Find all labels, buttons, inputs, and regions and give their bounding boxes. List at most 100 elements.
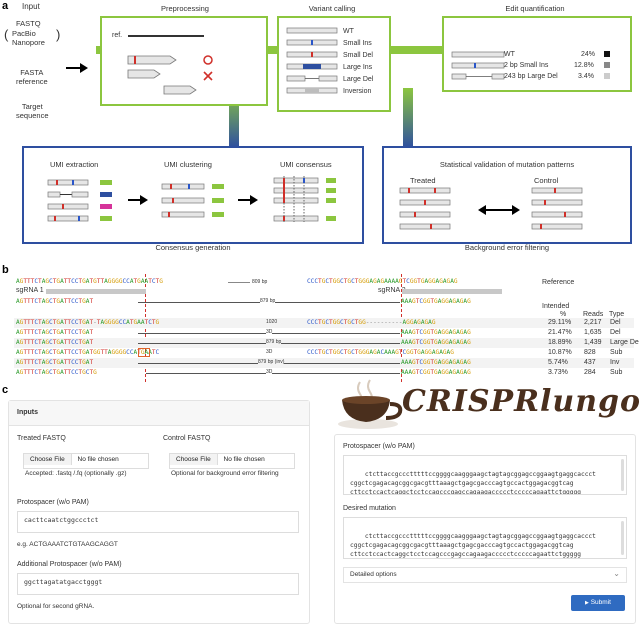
desired-mutation-textarea[interactable]: ctcttaccgccctttttccggggcaagggaagctagtagc… (343, 517, 627, 559)
ref-label: ref. (112, 32, 123, 39)
eq-swatch-2 (604, 73, 610, 79)
row-4-left: AGTTTCTAGCTGATTCCTGAT (16, 359, 94, 366)
row-3-mid: 3D (266, 349, 273, 355)
sgrna2-label: sgRNA 2 (378, 287, 406, 294)
treated-hint: Accepted: .fastq /.fq (optionally .gz) (25, 470, 127, 477)
detailed-options-label: Detailed options (350, 571, 397, 578)
additional-protospacer-input[interactable]: ggcttagatatgacctgggt (17, 573, 299, 595)
treated-fastq-label: Treated FASTQ (17, 435, 66, 442)
sgrna1-label: sgRNA 1 (16, 287, 44, 294)
eq-label-1: 2 bp Small Ins (504, 62, 549, 69)
row-2-pct: 18.89% (548, 339, 572, 346)
consensus-step-0: UMI extraction (50, 160, 99, 169)
treated-label: Treated (410, 176, 436, 185)
row-4-type: Inv (610, 359, 620, 366)
submit-button[interactable]: ▶ Submit (571, 595, 625, 611)
protospacer-scrollbar[interactable] (621, 459, 624, 491)
panel-a-letter: a (2, 0, 9, 12)
table-row: AGTTTCTAGCTGATTCCTGCTG 3D AAAGTCGGTGAGGA… (14, 368, 634, 378)
connector-consensus (229, 88, 239, 148)
row-0-right: CCCTGCTGGCTGCTGG----------AGGAGAGAG (307, 319, 436, 326)
row-5-type: Sub (610, 369, 623, 376)
treated-choose-button[interactable]: Choose File (24, 454, 72, 465)
panel-c-letter: c (2, 384, 9, 396)
paren-open: ( (4, 27, 9, 42)
row-1-left: AGTTTCTAGCTGATTCCTGAT (16, 329, 94, 336)
edit-quant-title: Edit quantification (505, 4, 565, 13)
input-fasta: FASTA reference (16, 68, 48, 86)
row-5-pct: 3.73% (548, 369, 568, 376)
variant-calling-title: Variant calling (308, 4, 356, 13)
additional-protospacer-label: Additional Protospacer (w/o PAM) (17, 561, 122, 568)
table-row: AGTTTCTAGCTGATTCCTGAT-TAGGGGCCATGAATCTG … (14, 318, 634, 328)
row-0-reads: 2,217 (584, 319, 602, 326)
treated-file-status: No file chosen (77, 456, 119, 463)
cut-site-1 (145, 274, 146, 382)
preprocess-reads (127, 55, 213, 95)
sgrna1-bar (46, 289, 146, 294)
input-arrow-icon (66, 63, 88, 73)
input-fastq: FASTQ (16, 19, 41, 28)
submit-label: Submit (590, 599, 611, 606)
row-1-reads: 1,635 (584, 329, 602, 336)
protospacer-input[interactable]: cacttcaatctggccctct (17, 511, 299, 533)
eq-label-0: WT (504, 51, 515, 58)
variant-label-3: Large Ins (343, 64, 373, 71)
edit-quant-reads (451, 51, 505, 80)
variant-label-0: WT (343, 28, 354, 35)
connector-background (403, 88, 413, 148)
inputs-header (9, 401, 309, 426)
row-3-right: CCCTGCTGGCTGCTGGGAGACAAAGTCGGTGAGGAGAGAG (307, 349, 454, 356)
protospacer-label: Protospacer (w/o PAM) (17, 499, 89, 506)
ref-seq-right: CCCTGCTGGCTGCTGGGAGAGAAAAGTCGGTGAGGAGAGA… (307, 278, 458, 285)
eq-swatch-0 (604, 51, 610, 57)
desired-scrollbar[interactable] (621, 521, 624, 555)
row-2-type: Large Del (610, 339, 639, 346)
col-type: Type (609, 311, 625, 318)
eq-label-2: 243 bp Large Del (504, 73, 558, 80)
control-fastq-input[interactable]: Choose File No file chosen (169, 453, 295, 469)
cut-site-2 (401, 274, 402, 382)
eq-swatch-1 (604, 62, 610, 68)
ref-line (128, 35, 204, 37)
consensus-box: UMI extraction UMI clustering UMI consen… (22, 146, 364, 244)
row-2-right: AAAGTCGGTGAGGAGAGAG (401, 339, 471, 346)
variant-label-2: Small Del (343, 52, 373, 59)
chevron-down-icon: ⌄ (613, 569, 620, 578)
eq-pct-2: 3.4% (578, 73, 594, 80)
paren-close: ) (56, 27, 61, 42)
detailed-options-toggle[interactable]: Detailed options ⌄ (343, 567, 627, 583)
preprocessing-box: ref. (100, 16, 268, 106)
ref-len: 809 bp (252, 279, 268, 285)
right-protospacer-textarea[interactable]: ctcttaccgccctttttccggggcaagggaagctagtagc… (343, 455, 627, 495)
eq-pct-1: 12.8% (574, 62, 594, 69)
eq-pct-0: 24% (581, 51, 596, 58)
background-caption: Background error filtering (464, 243, 550, 252)
right-protospacer-label: Protospacer (w/o PAM) (343, 443, 415, 450)
row-0-type: Del (610, 319, 621, 326)
variant-label-1: Small Ins (343, 40, 372, 47)
control-choose-button[interactable]: Choose File (170, 454, 218, 465)
inputs-card: Inputs Treated FASTQ Choose File No file… (8, 400, 310, 624)
logo-text: CRISPRlungo (402, 384, 639, 419)
row-1-right: AAAGTCGGTGAGGAGAGAG (401, 329, 471, 336)
row-2-left: AGTTTCTAGCTGATTCCTGAT (16, 339, 94, 346)
green-connector (96, 46, 446, 54)
row-4-right: AAAGTCGGTGAGGAGAGAG (401, 359, 471, 366)
control-label: Control (534, 176, 559, 185)
treated-fastq-input[interactable]: Choose File No file chosen (23, 453, 149, 469)
row-1-pct: 21.47% (548, 329, 572, 336)
row-0-left: AGTTTCTAGCTGATTCCTGAT-TAGGGGCCATGAATCTG (16, 319, 160, 326)
row-4-reads: 437 (584, 359, 596, 366)
table-row: AGTTTCTAGCTGATTCCTGATGGTTAGGGGCCATGAATC … (14, 348, 634, 358)
variant-label-5: Inversion (343, 88, 372, 95)
row-0-mid: 1020 (266, 319, 278, 325)
protospacer-hint: e.g. ACTGAAATCTGTAAGCAGGT (17, 541, 118, 548)
sequence-card: Protospacer (w/o PAM) ctcttaccgccctttttc… (334, 434, 636, 624)
desired-mutation-value: ctcttaccgccctttttccggggcaagggaagctagtagc… (350, 533, 596, 558)
input-title: Input (22, 2, 40, 11)
control-file-status: No file chosen (223, 456, 265, 463)
panel-b-letter: b (2, 264, 9, 276)
col-reads: Reads (583, 311, 604, 318)
consensus-caption: Consensus generation (155, 243, 231, 252)
